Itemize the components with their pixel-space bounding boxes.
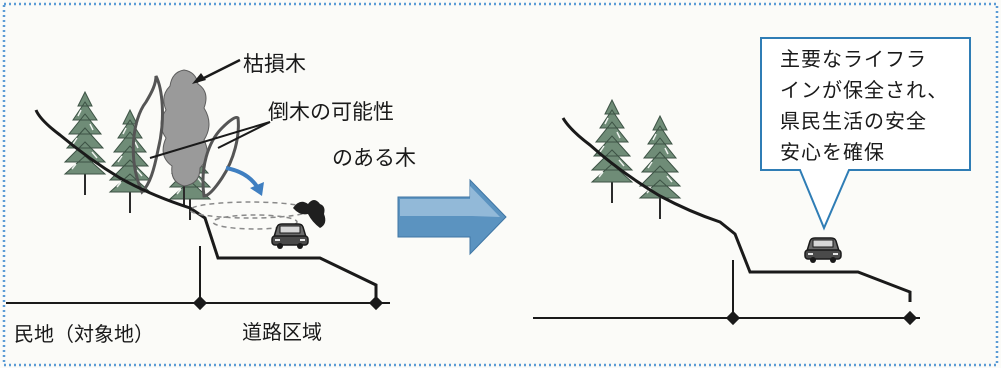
fallen-branch-icon bbox=[293, 200, 326, 228]
fall-risk-tree-outline bbox=[201, 116, 240, 198]
curved-arrow-icon bbox=[225, 166, 260, 190]
callout-line-4: 安心を確保 bbox=[780, 140, 885, 164]
car-icon bbox=[271, 223, 309, 250]
callout-line-3: 県民生活の安全 bbox=[780, 109, 927, 133]
fall-risk-tree-outline bbox=[131, 75, 164, 195]
label-fall-risk-line1: 倒木の可能性 bbox=[268, 100, 394, 124]
arrow-right-icon bbox=[397, 178, 507, 256]
callout-text: 主要なライフラ インが保全され、 県民生活の安全 安心を確保 bbox=[780, 44, 948, 168]
left-panel-drawing bbox=[6, 58, 390, 311]
label-road-area: 道路区域 bbox=[242, 320, 322, 344]
label-private-land: 民地（対象地） bbox=[14, 322, 154, 346]
slope-profile bbox=[34, 109, 378, 298]
callout-line-2: インが保全され、 bbox=[780, 78, 949, 102]
label-dead-tree: 枯損木 bbox=[243, 52, 306, 76]
dead-tree-icon bbox=[160, 69, 210, 205]
callout-bubble bbox=[760, 37, 971, 231]
slope-profile bbox=[561, 117, 912, 302]
car-icon bbox=[804, 237, 842, 264]
callout-line-1: 主要なライフラ bbox=[780, 47, 927, 71]
right-panel-drawing bbox=[533, 37, 971, 326]
pine-tree-icon bbox=[109, 109, 151, 214]
label-fall-risk-line2: のある木 bbox=[332, 146, 416, 170]
